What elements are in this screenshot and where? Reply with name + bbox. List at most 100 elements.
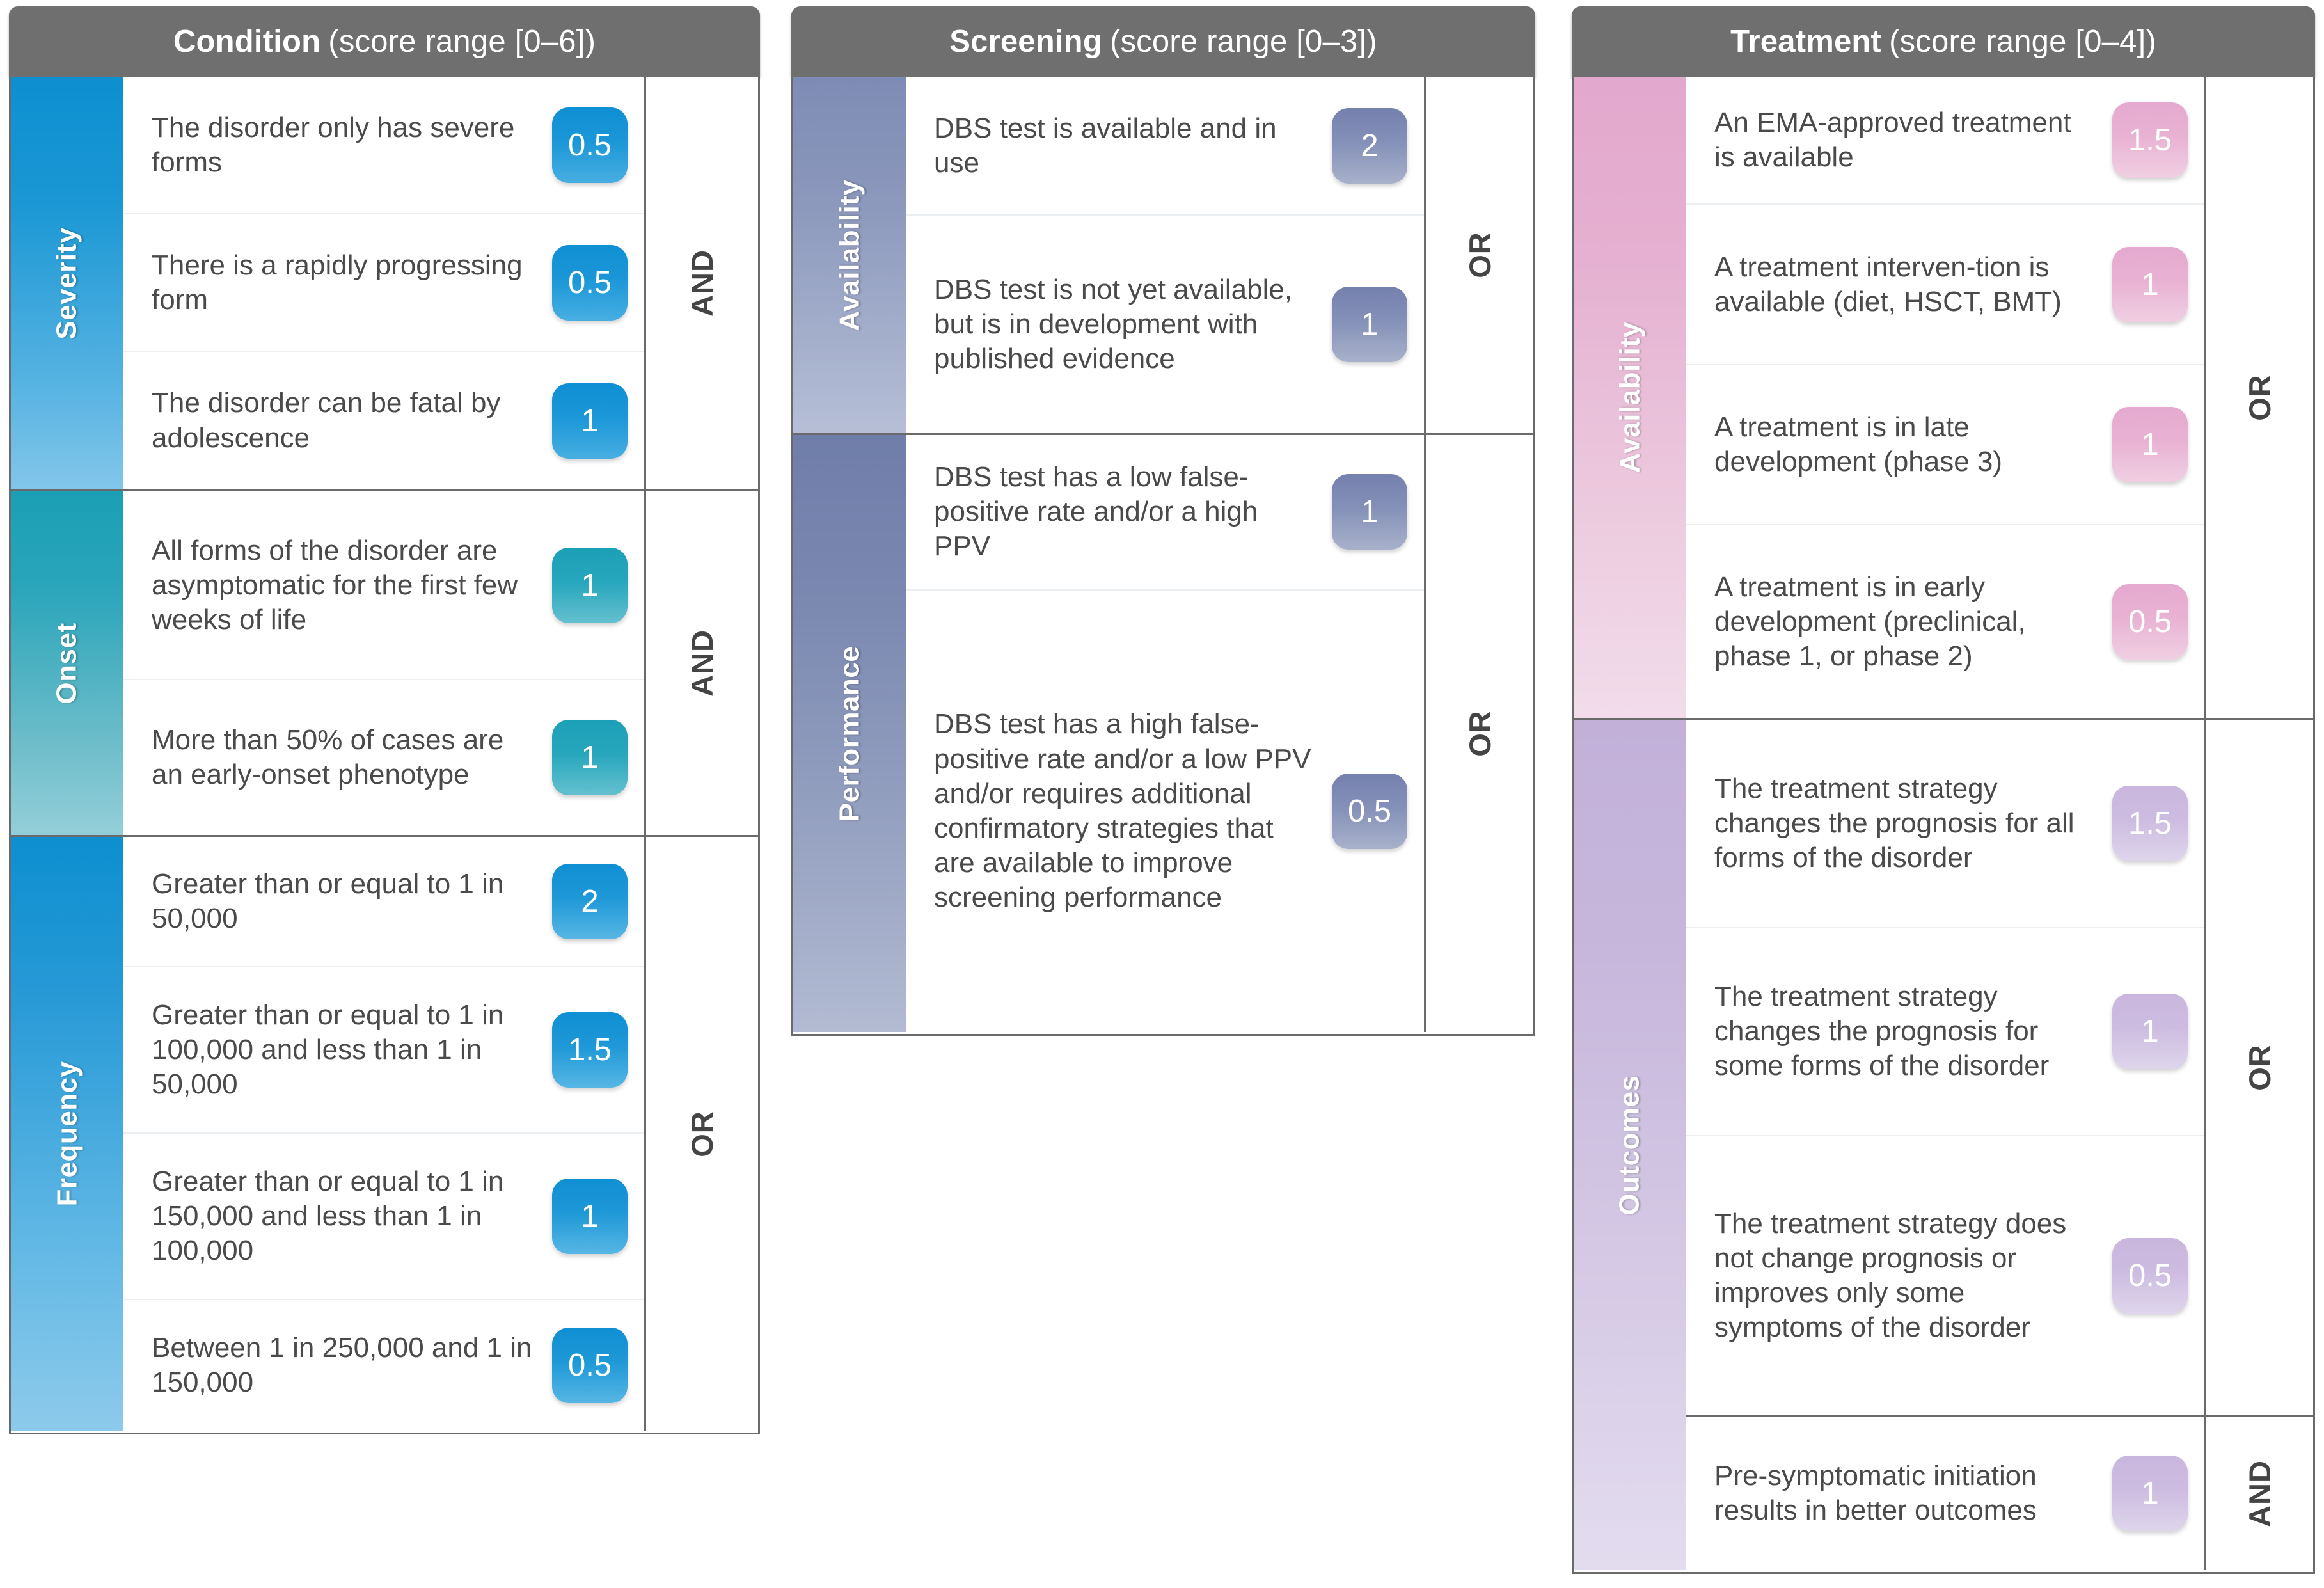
logic-operator-label: OR (1462, 232, 1497, 278)
criterion-text: The disorder can be fatal by adolescence (152, 387, 501, 454)
group-band-label: Performance (834, 646, 866, 822)
group-band-label: Onset (51, 622, 83, 704)
score-badge: 1.5 (2112, 785, 2188, 861)
criterion-row[interactable]: Greater than or equal to 1 in 50,000 2 (123, 837, 644, 968)
logic-operator-cell: OR (1426, 435, 1533, 1032)
group-onset: Onset All forms of the disorder are asym… (11, 491, 758, 837)
criterion-text: The treatment strategy changes the progn… (1714, 981, 2050, 1082)
criterion-row[interactable]: DBS test is not yet available, but is in… (906, 216, 1424, 433)
criterion-row[interactable]: The disorder can be fatal by adolescence… (123, 352, 644, 489)
group-severity: Severity The disorder only has severe fo… (11, 77, 758, 491)
group-band-severity: Severity (11, 77, 123, 489)
panel-treatment: Treatment (score range [0–4]) Availabili… (1572, 6, 2315, 1574)
group-band-label: Availability (834, 179, 865, 331)
group-band-label: Severity (51, 226, 83, 340)
criterion-row[interactable]: Between 1 in 250,000 and 1 in 150,000 0.… (123, 1300, 644, 1431)
score-badge: 2 (552, 864, 628, 940)
criterion-row[interactable]: An EMA-approved treatment is available 1… (1686, 77, 2204, 205)
score-badge: 0.5 (552, 1327, 628, 1403)
logic-column-treatment-outcomes: OR AND (2206, 720, 2313, 1570)
logic-operator-label: OR (2243, 374, 2277, 421)
criterion-row[interactable]: All forms of the disorder are asymptomat… (123, 491, 644, 681)
group-treatment-availability: Availability An EMA-approved treatment i… (1574, 77, 2313, 720)
panel-condition: Condition (score range [0–6]) Severity T… (9, 6, 760, 1434)
logic-operator-cell: AND (646, 491, 758, 835)
group-screening-performance: Performance DBS test has a low false-pos… (793, 435, 1533, 1032)
group-band-performance: Performance (793, 435, 906, 1032)
logic-operator-label: OR (685, 1110, 719, 1157)
panel-screening-score-range: (score range [0–3]) (1109, 24, 1377, 59)
criterion-text: A treatment is in early development (pre… (1714, 571, 2026, 672)
criterion-row[interactable]: DBS test has a low false-positive rate a… (906, 435, 1424, 591)
panel-condition-body: Severity The disorder only has severe fo… (9, 77, 760, 1434)
criterion-text: More than 50% of cases are an early-onse… (152, 724, 504, 791)
score-badge: 0.5 (552, 107, 628, 183)
criterion-row[interactable]: The treatment strategy changes the progn… (1686, 720, 2204, 928)
score-badge: 1 (1332, 287, 1407, 363)
criterion-text: DBS test has a high false-positive rate … (934, 708, 1311, 913)
score-badge: 1 (552, 383, 628, 459)
logic-column-screening-availability: OR (1426, 77, 1533, 433)
logic-operator-cell: AND (2206, 1417, 2313, 1570)
panel-treatment-body: Availability An EMA-approved treatment i… (1572, 77, 2315, 1574)
panel-treatment-header: Treatment (score range [0–4]) (1572, 6, 2315, 77)
logic-column-severity: AND (646, 77, 758, 489)
score-badge: 1 (2112, 1456, 2188, 1532)
score-badge: 1.5 (2112, 102, 2188, 179)
panel-condition-score-range: (score range [0–6]) (328, 24, 596, 59)
score-badge: 1 (1332, 474, 1407, 550)
score-badge: 0.5 (552, 244, 628, 321)
criterion-row[interactable]: More than 50% of cases are an early-onse… (123, 680, 644, 835)
logic-operator-cell: OR (646, 837, 758, 1431)
score-badge: 1.5 (552, 1012, 628, 1088)
group-frequency: Frequency Greater than or equal to 1 in … (11, 837, 758, 1431)
criterion-row[interactable]: The treatment strategy changes the progn… (1686, 928, 2204, 1137)
panel-treatment-score-range: (score range [0–4]) (1889, 24, 2156, 59)
logic-operator-cell: AND (646, 77, 758, 489)
panel-condition-header: Condition (score range [0–6]) (9, 6, 760, 77)
logic-column-onset: AND (646, 491, 758, 835)
logic-operator-label: OR (2243, 1044, 2277, 1091)
logic-operator-label: OR (1462, 710, 1497, 757)
criterion-text: Greater than or equal to 1 in 100,000 an… (152, 999, 504, 1100)
criterion-row[interactable]: There is a rapidly progressing form 0.5 (123, 214, 644, 353)
criterion-text: A treatment is in late development (phas… (1714, 411, 2003, 478)
criterion-row[interactable]: The disorder only has severe forms 0.5 (123, 77, 644, 215)
logic-operator-cell: OR (2206, 720, 2313, 1417)
group-band-label: Availability (1614, 321, 1645, 473)
group-rows-onset: All forms of the disorder are asymptomat… (123, 491, 646, 835)
criterion-text: There is a rapidly progressing form (152, 249, 523, 315)
criterion-row[interactable]: Greater than or equal to 1 in 150,000 an… (123, 1134, 644, 1300)
score-badge: 0.5 (1332, 773, 1407, 849)
group-rows-screening-performance: DBS test has a low false-positive rate a… (906, 435, 1426, 1032)
logic-operator-cell: OR (2206, 77, 2313, 718)
group-rows-frequency: Greater than or equal to 1 in 50,000 2 G… (123, 837, 646, 1431)
criterion-row[interactable]: A treatment interven-tion is available (… (1686, 205, 2204, 365)
group-rows-treatment-availability: An EMA-approved treatment is available 1… (1686, 77, 2206, 718)
group-band-label: Frequency (51, 1061, 83, 1207)
score-badge: 1 (552, 1178, 628, 1254)
panel-treatment-title: Treatment (1730, 24, 1882, 59)
logic-column-treatment-availability: OR (2206, 77, 2313, 718)
criterion-text: Greater than or equal to 1 in 50,000 (152, 868, 504, 935)
criterion-row[interactable]: A treatment is in early development (pre… (1686, 525, 2204, 718)
criterion-row[interactable]: Greater than or equal to 1 in 100,000 an… (123, 967, 644, 1134)
logic-column-frequency: OR (646, 837, 758, 1431)
score-badge: 0.5 (2112, 584, 2188, 660)
criterion-row[interactable]: DBS test has a high false-positive rate … (906, 591, 1424, 1032)
score-badge: 1 (2112, 407, 2188, 483)
criterion-text: The disorder only has severe forms (152, 111, 515, 178)
criterion-row[interactable]: DBS test is available and in use 2 (906, 77, 1424, 216)
criterion-row[interactable]: The treatment strategy does not change p… (1686, 1136, 2204, 1417)
criterion-row[interactable]: Pre-symptomatic initiation results in be… (1686, 1417, 2204, 1570)
group-band-availability: Availability (793, 77, 906, 433)
score-badge: 2 (1332, 107, 1407, 184)
logic-operator-label: AND (684, 250, 719, 317)
panel-screening-header: Screening (score range [0–3]) (791, 6, 1535, 77)
group-band-outcomes: Outcomes (1574, 720, 1686, 1570)
criterion-row[interactable]: A treatment is in late development (phas… (1686, 365, 2204, 526)
group-band-label: Outcomes (1614, 1074, 1646, 1216)
criterion-text: DBS test is not yet available, but is in… (934, 273, 1293, 375)
criterion-text: Greater than or equal to 1 in 150,000 an… (152, 1165, 504, 1266)
